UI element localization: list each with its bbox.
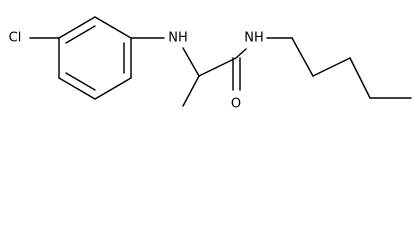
chlorine-atom-label: Cl (9, 31, 22, 46)
alpha-carbon-methyl-bond (182, 75, 200, 107)
pentyl-bond-4 (349, 57, 371, 99)
ring-inner-double-bond-3 (65, 72, 96, 91)
amide-nh-label: NH (244, 31, 264, 46)
alpha-carbon-carbonyl-bond (198, 57, 237, 77)
ring-bond-5 (58, 77, 96, 100)
pentyl-bond-3 (312, 57, 351, 77)
pentyl-chain (266, 37, 412, 99)
ring-bond-2 (94, 16, 132, 39)
pentyl-bond-2 (291, 37, 314, 77)
chemical-structure-diagram: Cl NH O NH (9, 16, 412, 112)
ring-bond-4 (94, 77, 132, 100)
ring-inner-double-bond-1 (65, 25, 96, 44)
carbonyl-amide-nh-bond (235, 48, 247, 59)
amine-nh-label: NH (168, 31, 188, 46)
nh-alpha-carbon-bond (182, 47, 200, 77)
chlorophenyl-ring (58, 16, 132, 100)
ring-bond-1 (58, 16, 96, 39)
oxygen-atom-label: O (231, 97, 241, 112)
